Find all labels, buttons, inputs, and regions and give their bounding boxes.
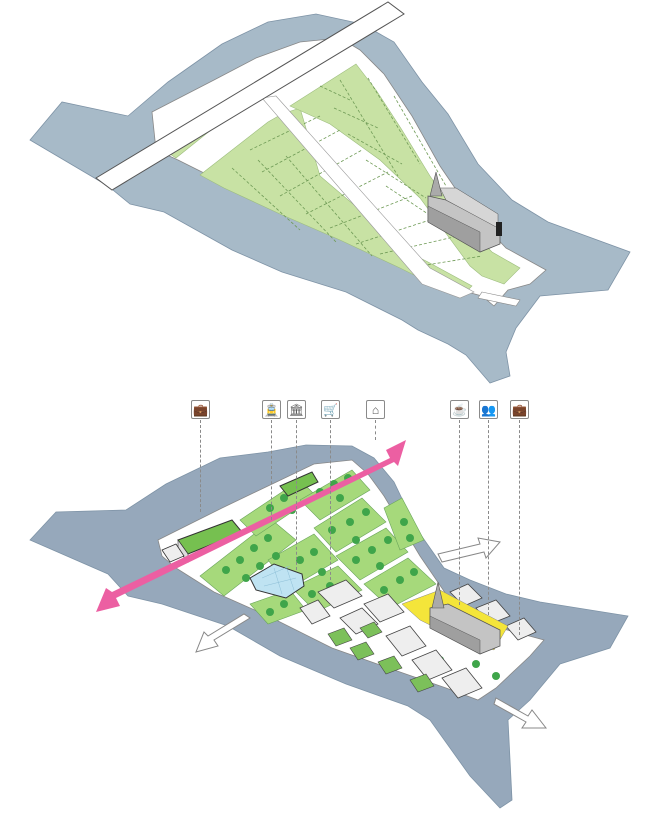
leader-line	[375, 420, 376, 440]
coffee-cup-icon: ☕	[450, 400, 469, 419]
leader-line	[296, 420, 297, 570]
church	[429, 581, 501, 655]
proposed-site-panel	[29, 440, 629, 809]
leader-line	[271, 420, 272, 520]
tourists-icon: 👥	[479, 400, 498, 419]
existing-site-panel	[29, 1, 631, 384]
bridge-road	[95, 1, 405, 191]
leader-line	[330, 420, 331, 580]
connection-arrows	[195, 537, 548, 729]
tram-icon: 🚊	[262, 400, 281, 419]
leader-line	[488, 420, 489, 615]
shopping-cart-icon: 🛒	[321, 400, 340, 419]
pool	[249, 563, 305, 599]
housing-blocks	[299, 579, 537, 699]
home-icon: ⌂	[366, 400, 385, 419]
leader-line	[200, 420, 201, 512]
briefcase-icon: 💼	[510, 400, 529, 419]
briefcase-icon: 💼	[191, 400, 210, 419]
diagonal-path	[261, 95, 475, 299]
church	[427, 171, 502, 253]
leader-line	[459, 420, 460, 605]
axis-buildings	[161, 471, 319, 563]
transit-axis-arrow	[96, 440, 406, 612]
museum-icon: 🏛	[287, 400, 306, 419]
leader-line	[519, 420, 520, 635]
